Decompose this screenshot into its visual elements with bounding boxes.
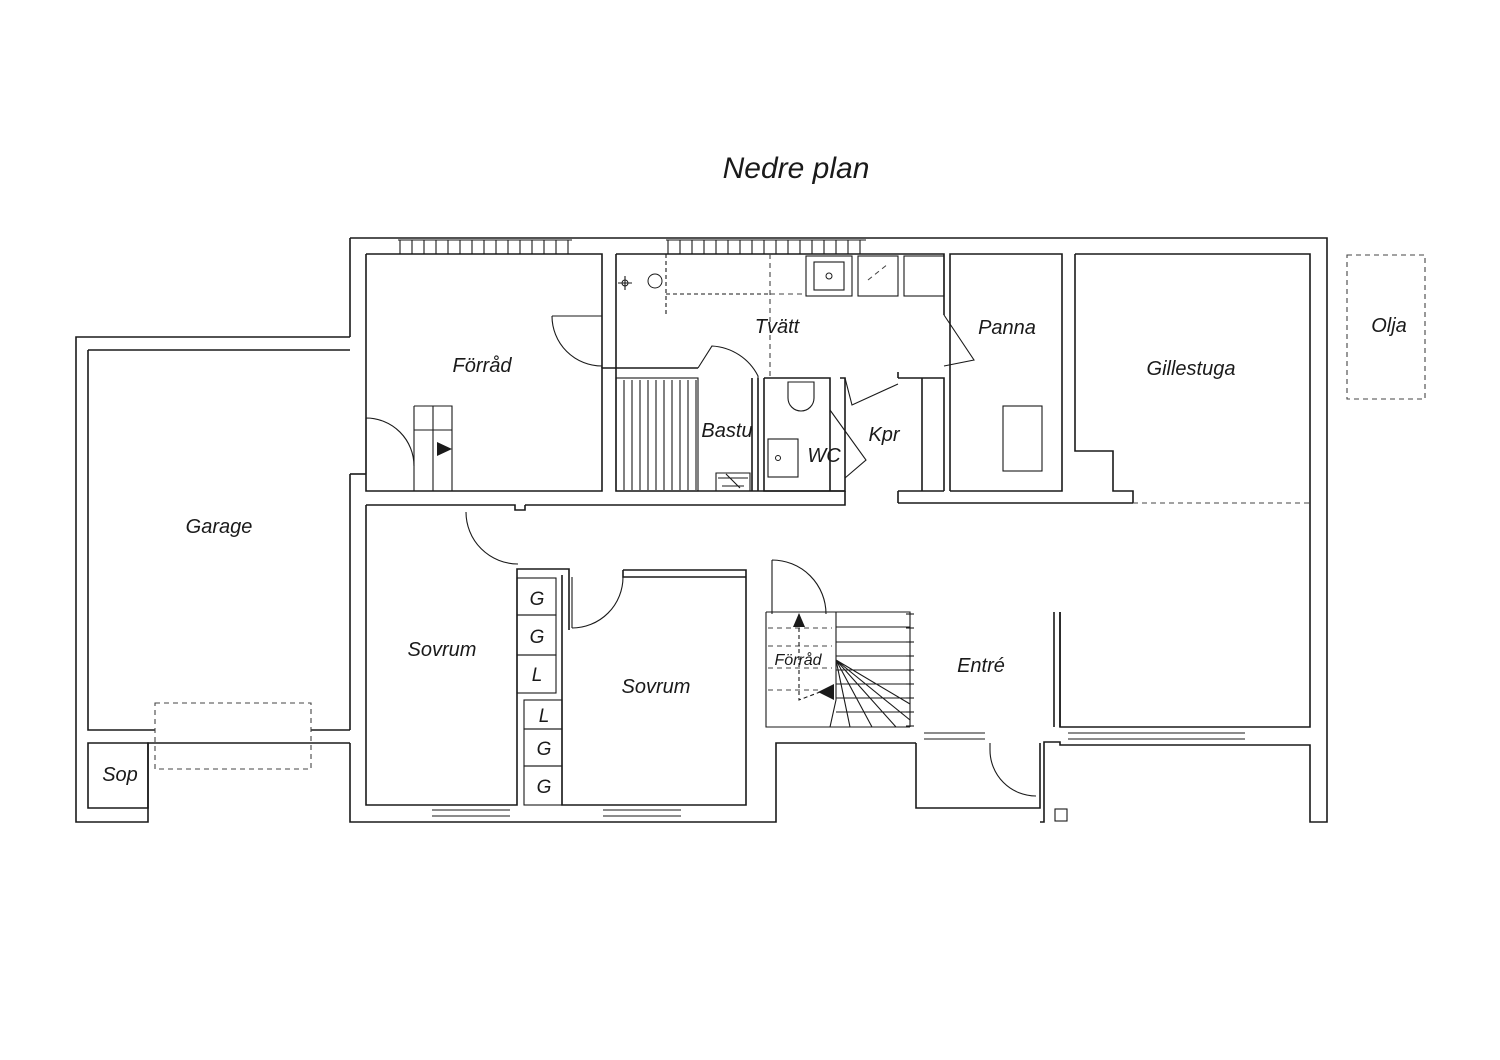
closet-label: G (537, 739, 552, 760)
gillestuga-room: Gillestuga (1133, 358, 1310, 504)
stair-up-arrow-icon (793, 613, 805, 627)
closet-label: L (532, 665, 543, 686)
room-label-gillestuga: Gillestuga (1147, 358, 1236, 380)
bastu-room: Bastu (615, 377, 759, 492)
room-label-wc: WC (807, 445, 841, 467)
room-label-sovrum-left: Sovrum (408, 639, 477, 661)
wc-room: WC (763, 377, 867, 492)
kpr-room: Kpr (844, 372, 945, 491)
room-label-entre: Entré (957, 655, 1005, 677)
stair-arrow-icon (818, 684, 834, 700)
closet-label: L (539, 706, 550, 727)
room-label-garage: Garage (186, 516, 253, 538)
sovrum-left: Sovrum (408, 511, 519, 661)
stair-arrow-icon (437, 442, 452, 456)
olja-tank: Olja (1346, 254, 1426, 400)
closets: G G L L G G (516, 575, 570, 806)
tvatt-room: Tvätt (551, 254, 975, 378)
top-windows (398, 239, 866, 254)
room-label-sop: Sop (102, 764, 138, 786)
closet-label: G (530, 627, 545, 648)
entre-room: Entré (915, 612, 1068, 822)
room-label-olja: Olja (1371, 315, 1407, 337)
room-label-panna: Panna (978, 317, 1036, 339)
plan-title: Nedre plan (723, 152, 870, 185)
staircase: Förråd (765, 559, 914, 728)
closet-label: G (530, 589, 545, 610)
garage: Garage Sop (75, 336, 415, 823)
exterior-walls (349, 237, 1328, 823)
forrad-room: Förråd (413, 355, 513, 491)
room-label-forrad-stair: Förråd (774, 651, 822, 669)
room-label-forrad: Förråd (453, 355, 513, 377)
room-label-tvatt: Tvätt (755, 316, 801, 338)
room-label-sovrum-right: Sovrum (622, 676, 691, 698)
sovrum-right: Sovrum (571, 576, 691, 698)
room-label-kpr: Kpr (868, 424, 900, 446)
closet-label: G (537, 777, 552, 798)
panna-room: Panna (978, 317, 1043, 472)
room-label-bastu: Bastu (701, 420, 752, 442)
